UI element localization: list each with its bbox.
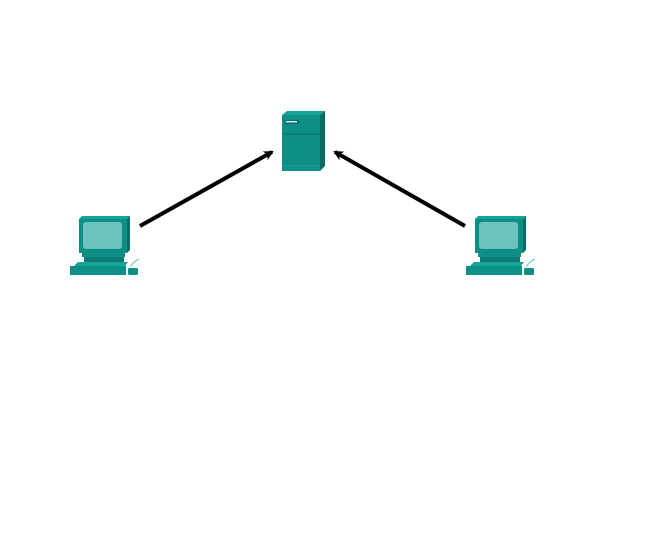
arrow-left-to-server [139, 150, 274, 228]
pc-left-icon [69, 215, 140, 276]
server-icon [282, 111, 325, 171]
arrow-right-to-server [333, 150, 466, 228]
pc-right-icon [465, 215, 536, 276]
